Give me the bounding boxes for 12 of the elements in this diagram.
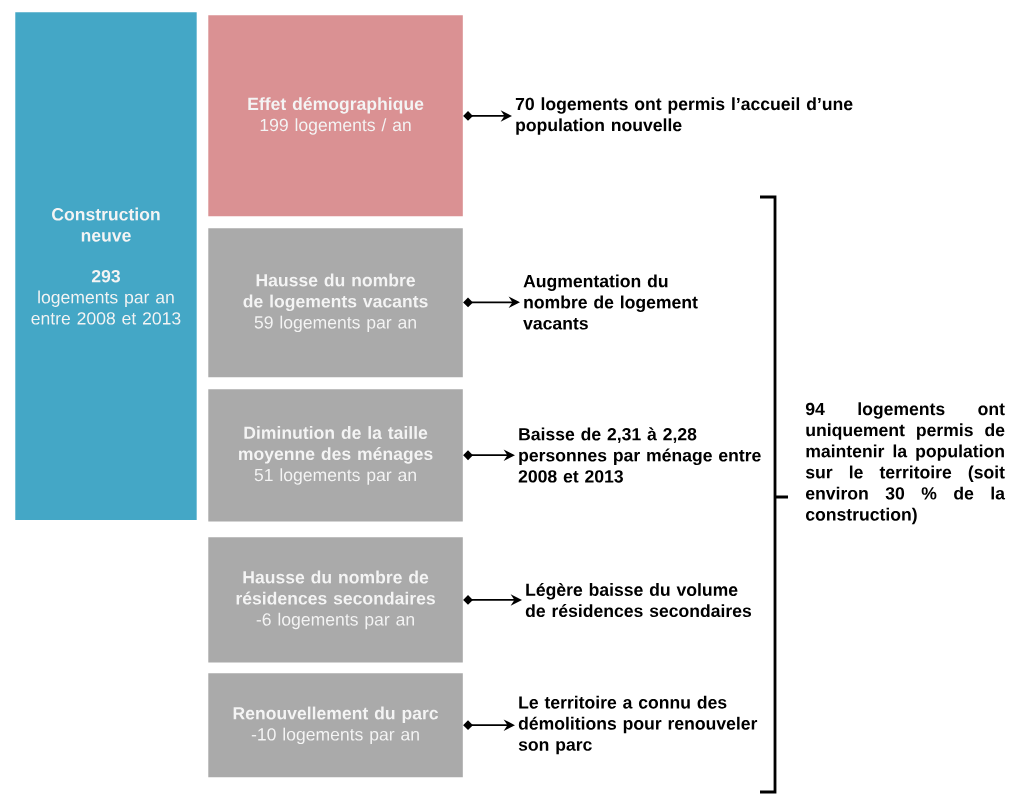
category-box: Diminution de la taille moyenne des ménages 51 logements par an	[208, 389, 463, 522]
result-text: Augmentation du nombre de logement vacants	[523, 274, 698, 330]
result-text: Baisse de 2,31 à 2,28 personnes par ménage entre 2008 et 2013	[518, 427, 761, 483]
note-text: 94 logements ont uniquement permis de maintenir la population sur le territoire (soit environ 30 % de la construction)	[805, 402, 1006, 525]
total-box: Construction neuve 293 logements par an entre 2008 et 2013	[15, 12, 197, 520]
category-box: Effet démographique 199 logements / an	[208, 15, 463, 217]
result-text: Le territoire a connu des démolitions pour renouveler son parc	[518, 695, 758, 755]
category-box: Renouvellement du parc -10 logements par an	[208, 673, 463, 778]
category-box: Hausse du nombre de logements vacants 59 logements par an	[208, 228, 463, 378]
result-text: 70 logements ont permis l’accueil d’une population nouvelle	[515, 97, 853, 135]
result-text: Légère baisse du volume de résidences secondaires	[525, 582, 752, 618]
category-box: Hausse du nombre de résidences secondaires -6 logements par an	[208, 537, 463, 663]
